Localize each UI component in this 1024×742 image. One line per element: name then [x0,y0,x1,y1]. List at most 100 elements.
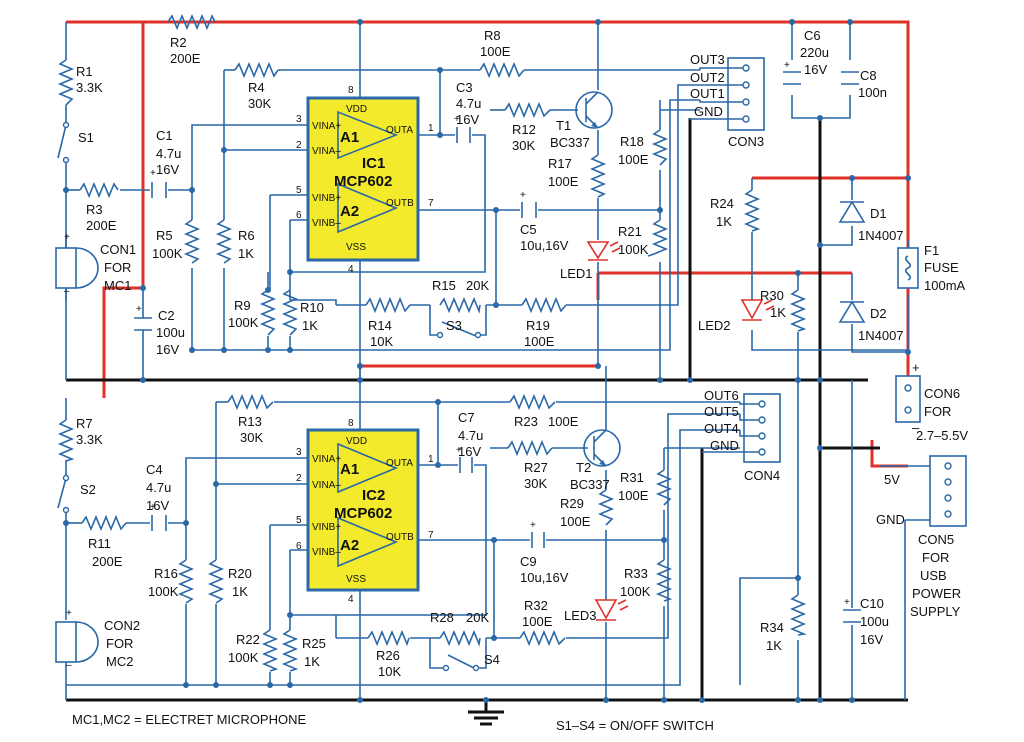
con6-for: FOR [924,404,951,419]
ic1-amp-b: A2 [340,203,359,220]
ic1-pin6: 6 [296,210,302,221]
r23-value: 100E [548,414,579,429]
r19-name: R19 [526,318,550,333]
ic2-name: IC2 [362,487,385,504]
c10-voltage: 16V [860,632,883,647]
junction-dots [63,19,911,703]
c6-plus: + [784,60,790,71]
connector-labels: OUT3 OUT2 OUT1 GND CON3 OUT6 OUT5 OUT4 G… [690,52,968,619]
ic1-vinb-minus: VINB– [312,218,341,229]
con4-pin-out5: OUT5 [704,404,739,419]
con5-usb: USB [920,568,947,583]
c5-value: 10u,16V [520,238,569,253]
r4-value: 30K [248,96,271,111]
r22-name: R22 [236,632,260,647]
ic1-pin8: 8 [348,85,354,96]
r7-name: R7 [76,416,93,431]
ic1-pin7: 7 [428,198,434,209]
ic2-vinb-plus: VINB+ [312,522,341,533]
r14-value: 10K [370,334,393,349]
ic2-pin7: 7 [428,530,434,541]
r7-value: 3.3K [76,432,103,447]
ic2-pin5: 5 [296,515,302,526]
con2-for: FOR [106,636,133,651]
r34-name: R34 [760,620,784,635]
c10-plus: + [844,597,850,608]
c6-voltage: 16V [804,62,827,77]
con3-pin-out1: OUT1 [690,86,725,101]
r33-value: 100K [620,584,651,599]
led3-label: LED3 [564,608,597,623]
s3-label: S3 [446,318,462,333]
r27-value: 30K [524,476,547,491]
c6-value: 220u [800,45,829,60]
con4-name: CON4 [744,468,780,483]
resistor-labels: R1 3.3K R2 200E R3 200E R4 30K R5 100K R… [76,28,786,679]
r13-name: R13 [238,414,262,429]
ic2-vina-plus: VINA+ [312,454,341,465]
c2-plus: + [136,304,142,315]
con5-pin-gnd: GND [876,512,905,527]
con5-pin-5v: 5V [884,472,900,487]
capacitor-plates [134,71,861,623]
c5-plus: + [520,190,526,201]
r11-name: R11 [88,536,111,551]
ic2-amp-a: A1 [340,461,359,478]
ic1-body [306,96,420,262]
connector-blocks [689,57,967,527]
con4-pin-out6: OUT6 [704,388,739,403]
microphone-note: MC1,MC2 = ELECTRET MICROPHONE [72,712,306,727]
r8-value: 100E [480,44,511,59]
leds [586,241,775,621]
ic2-pin4: 4 [348,594,354,605]
r5-name: R5 [156,228,173,243]
r15-name: R15 [432,278,456,293]
r28-value: 20K [466,610,489,625]
c8-value: 100n [858,85,887,100]
r3-value: 200E [86,218,117,233]
r10-value: 1K [302,318,318,333]
resistor-zigzags [57,13,807,672]
r20-name: R20 [228,566,252,581]
r31-name: R31 [620,470,644,485]
ic2-body [306,428,420,592]
c4-name: C4 [146,462,163,477]
ic2-outa-label: OUTA [386,458,413,469]
r3-name: R3 [86,202,103,217]
c3-value: 4.7u [456,96,481,111]
ic2-vinb-minus: VINB– [312,547,341,558]
mic1-minus: – [64,286,70,297]
r1-value: 3.3K [76,80,103,95]
con3-name: CON3 [728,134,764,149]
fuse-type: FUSE [924,260,959,275]
ground-symbol [468,710,504,726]
ic2-pin1: 1 [428,454,434,465]
power-rail [66,20,910,468]
r28-name: R28 [430,610,454,625]
con2-name: CON2 [104,618,140,633]
ic2-vina-minus: VINA– [312,480,341,491]
r29-value: 100E [560,514,591,529]
r25-value: 1K [304,654,320,669]
c2-name: C2 [158,308,175,323]
s1-label: S1 [78,130,94,145]
c1-name: C1 [156,128,173,143]
con6-plus: + [912,360,920,375]
ic1-pin4: 4 [348,264,354,275]
c1-voltage: 16V [156,162,179,177]
r13-value: 30K [240,430,263,445]
fuse-rating: 100mA [924,278,966,293]
ic1-pin2: 2 [296,140,302,151]
c3-plus: + [454,114,460,125]
transistors [575,91,621,467]
con1-name: CON1 [100,242,136,257]
con5-power: POWER [912,586,961,601]
r27-name: R27 [524,460,548,475]
ic1-vina-plus: VINA+ [312,121,341,132]
c1-plus: + [150,168,156,179]
r19-value: 100E [524,334,555,349]
c5-name: C5 [520,222,537,237]
s2-label: S2 [80,482,96,497]
ic2-pin2: 2 [296,473,302,484]
